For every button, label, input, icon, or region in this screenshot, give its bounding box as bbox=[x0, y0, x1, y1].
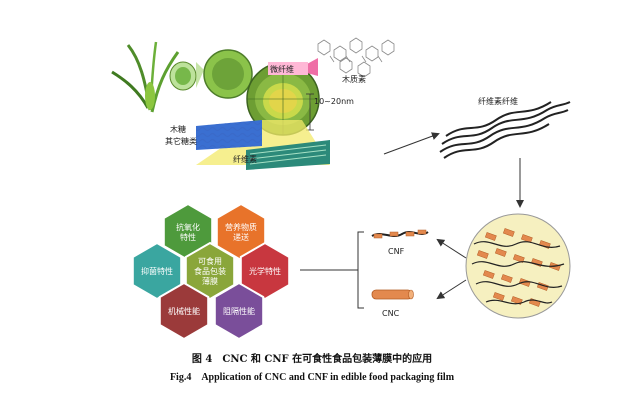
hexagon-barrier: 阻隔性能 bbox=[213, 281, 265, 341]
hexagon-label: 薄膜 bbox=[202, 276, 218, 286]
hexagon-label: 递送 bbox=[233, 232, 249, 242]
plant-illustration bbox=[111, 41, 180, 113]
cnf-label: CNF bbox=[388, 247, 405, 256]
composite-circle bbox=[465, 213, 571, 319]
cellulose-fibers bbox=[439, 101, 571, 159]
hemicellulose-block bbox=[196, 120, 262, 150]
arrow-to-cnf bbox=[436, 238, 467, 259]
hexagon-label: 抑菌特性 bbox=[141, 266, 173, 276]
cnf-cnc-bracket bbox=[300, 231, 364, 309]
cellulose-block bbox=[246, 140, 330, 170]
microfibril-label: 微纤维 bbox=[270, 64, 294, 74]
cellulose-fiber-label: 纤维素纤维 bbox=[478, 96, 518, 106]
hexagon-shape bbox=[158, 281, 210, 341]
caption-chinese: 图 4 CNC 和 CNF 在可食性食品包装薄膜中的应用 bbox=[191, 354, 433, 365]
cnf-illustration bbox=[371, 229, 429, 239]
lignin-structure bbox=[317, 37, 395, 78]
lignin-label: 木质素 bbox=[342, 74, 366, 84]
microfibril-callout: 微纤维 bbox=[268, 58, 318, 76]
xylose-label: 木糖 bbox=[170, 124, 186, 134]
hexagon-shape bbox=[239, 241, 291, 301]
other-sugars-label: 其它糖类 bbox=[165, 136, 197, 146]
cnc-label: CNC bbox=[382, 309, 400, 318]
cellulose-label: 纤维素 bbox=[233, 154, 257, 164]
arrow-to-fibers bbox=[383, 132, 440, 155]
arrow-to-cnc bbox=[436, 279, 467, 300]
hexagon-label: 特性 bbox=[180, 232, 196, 242]
hexagon-optical: 光学特性 bbox=[239, 241, 291, 301]
zoom-circle-small bbox=[169, 61, 197, 91]
hexagon-antibacterial: 抑菌特性 bbox=[131, 241, 183, 301]
size-label: 10~20nm bbox=[314, 97, 354, 106]
hexagon-label: 机械性能 bbox=[168, 306, 200, 316]
hexagon-label: 食品包装 bbox=[194, 266, 226, 276]
hexagon-shape bbox=[213, 281, 265, 341]
hexagon-label: 阻隔性能 bbox=[223, 306, 255, 316]
hexagon-label: 光学特性 bbox=[249, 266, 281, 276]
caption-english: Fig.4 Application of CNC and CNF in edib… bbox=[169, 372, 455, 383]
hexagon-mechanical: 机械性能 bbox=[158, 281, 210, 341]
hexagon-shape bbox=[131, 241, 183, 301]
zoom-circle-large bbox=[246, 62, 320, 136]
hexagon-label: 营养物质 bbox=[225, 222, 257, 232]
zoom-circle-medium bbox=[196, 49, 253, 99]
cnc-illustration bbox=[371, 289, 414, 300]
hexagon-label: 可食用 bbox=[198, 256, 222, 266]
hexagon-label: 抗氧化 bbox=[176, 222, 200, 232]
hexagon-shape bbox=[184, 241, 236, 301]
